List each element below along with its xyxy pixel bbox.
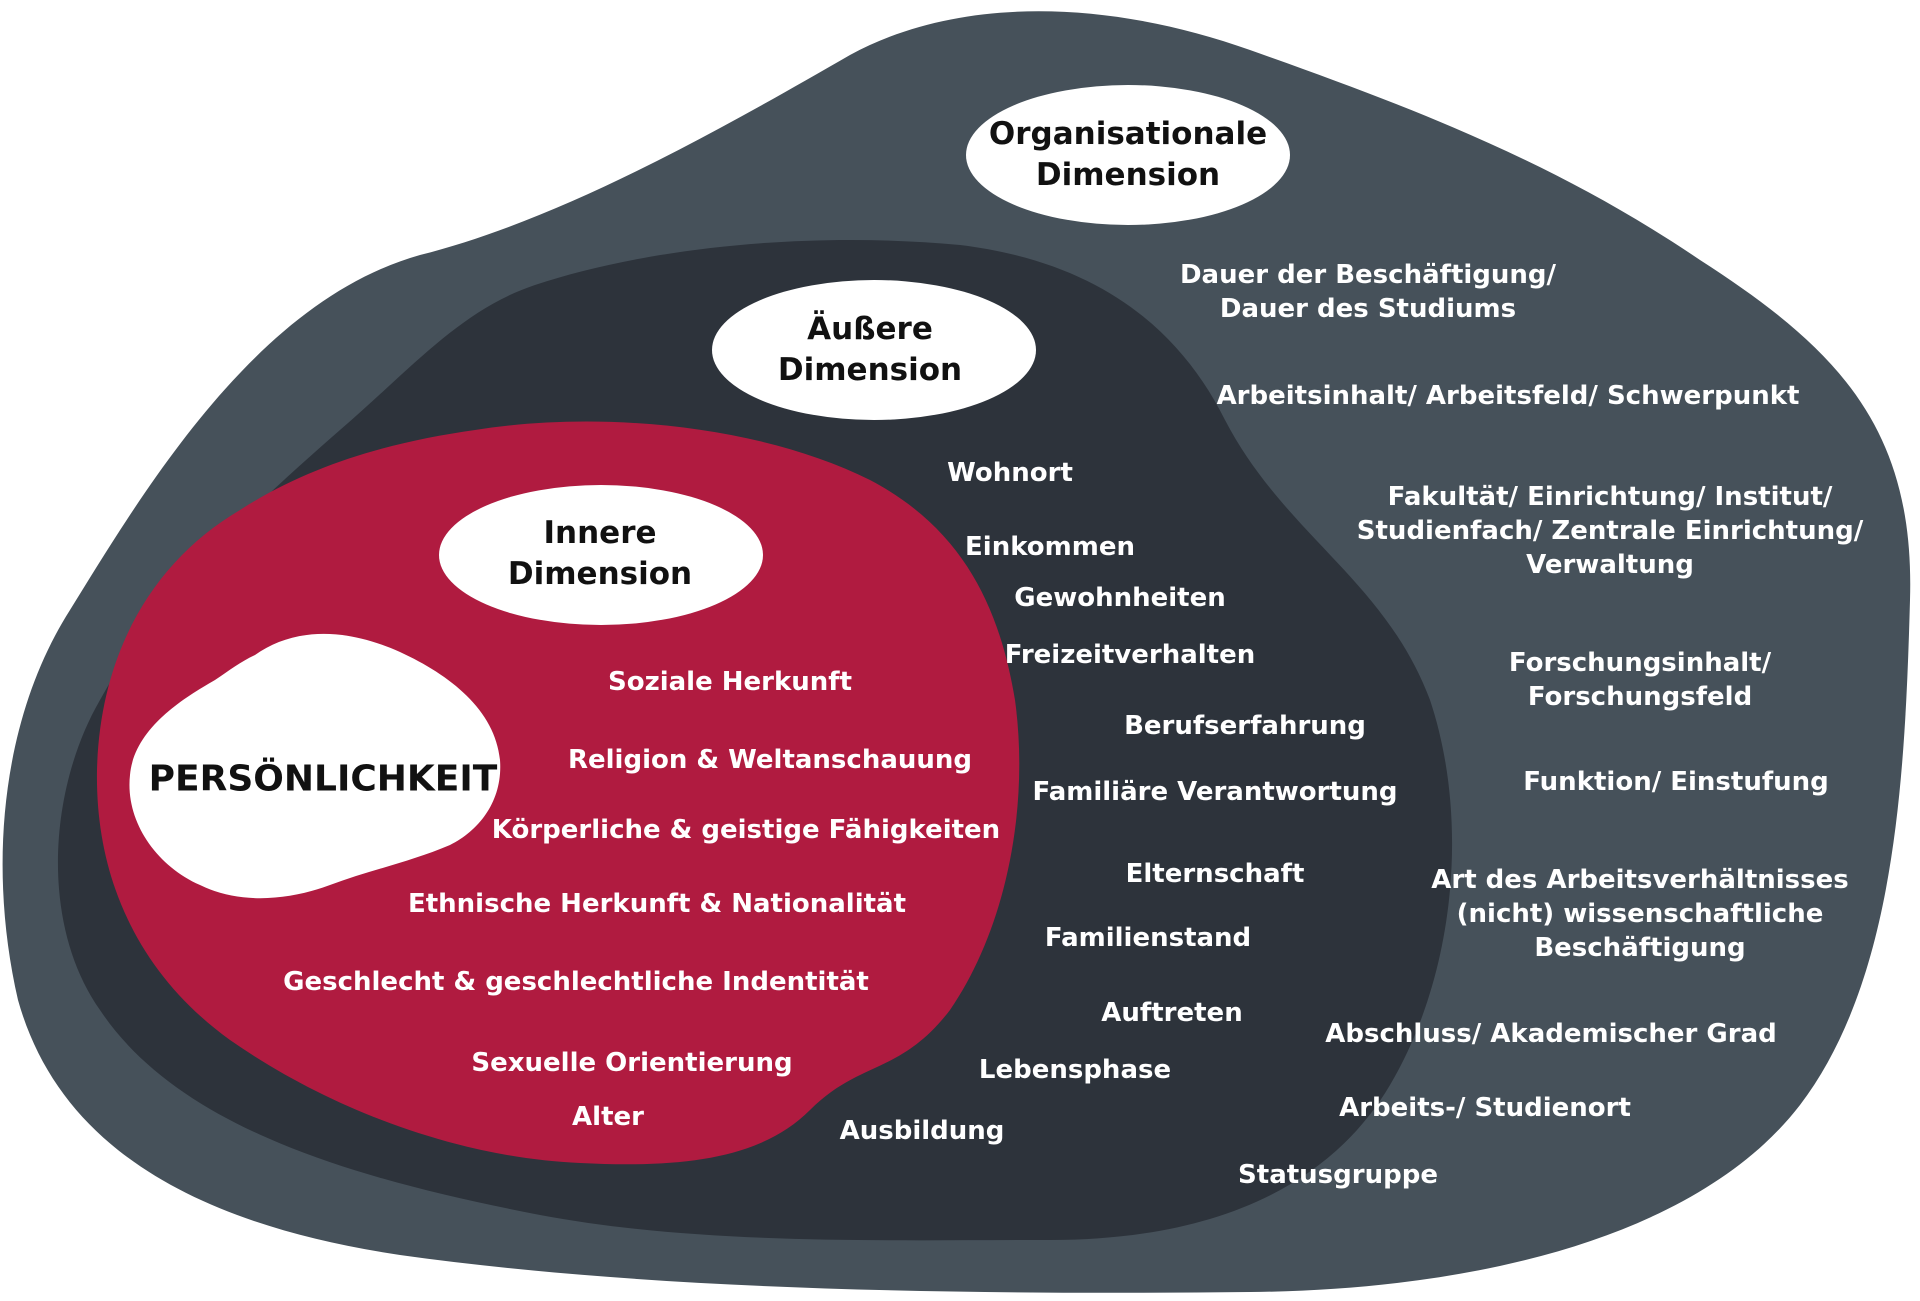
innere-item: Soziale Herkunft: [607, 667, 853, 697]
organisational-item: Arbeitsinhalt/ Arbeitsfeld/ Schwerpunkt: [1216, 381, 1800, 411]
aeussere-item: Auftreten: [1101, 998, 1243, 1028]
aeussere-item: Familienstand: [1044, 923, 1252, 953]
organisational-title-bubble: [966, 85, 1290, 225]
innere-item: Religion & Weltanschauung: [567, 745, 973, 775]
organisational-item: Statusgruppe: [1238, 1160, 1438, 1190]
aeussere-item: Berufserfahrung: [1124, 711, 1366, 741]
organisational-item: Abschluss/ Akademischer Grad: [1325, 1019, 1777, 1049]
innere-item: Sexuelle Orientierung: [471, 1048, 793, 1078]
organisational-item: Forschungsinhalt/Forschungsfeld: [1508, 648, 1772, 712]
aeussere-item: Einkommen: [965, 532, 1135, 562]
aeussere-item: Gewohnheiten: [1014, 583, 1226, 613]
organisational-item: Dauer der Beschäftigung/Dauer des Studiu…: [1179, 260, 1557, 324]
innere-title-bubble: [439, 485, 763, 625]
organisational-item: Fakultät/ Einrichtung/ Institut/Studienf…: [1356, 482, 1864, 580]
innere-item: Ethnische Herkunft & Nationalität: [407, 889, 907, 919]
innere-dimension-blob: [96, 421, 1020, 1165]
organisational-item: Funktion/ Einstufung: [1523, 767, 1829, 797]
innere-item: Geschlecht & geschlechtliche Indentität: [283, 967, 869, 997]
personality-blob: [129, 633, 501, 899]
aeussere-item: Wohnort: [947, 458, 1073, 488]
aeussere-item: Ausbildung: [839, 1116, 1005, 1146]
aeussere-title-bubble: [712, 280, 1036, 420]
aeussere-item: Lebensphase: [978, 1055, 1172, 1085]
innere-item: Alter: [572, 1102, 644, 1132]
personality-label: PERSÖNLICHKEIT: [148, 758, 498, 800]
innere-item: Körperliche & geistige Fähigkeiten: [491, 815, 1001, 845]
aeussere-item: Familiäre Verantwortung: [1032, 777, 1398, 807]
organisational-item: Arbeits-/ Studienort: [1339, 1093, 1631, 1123]
aeussere-item: Freizeitverhalten: [1004, 640, 1256, 670]
aeussere-item: Elternschaft: [1125, 859, 1305, 889]
organisational-item: Art des Arbeitsverhältnisses(nicht) wiss…: [1431, 865, 1849, 963]
